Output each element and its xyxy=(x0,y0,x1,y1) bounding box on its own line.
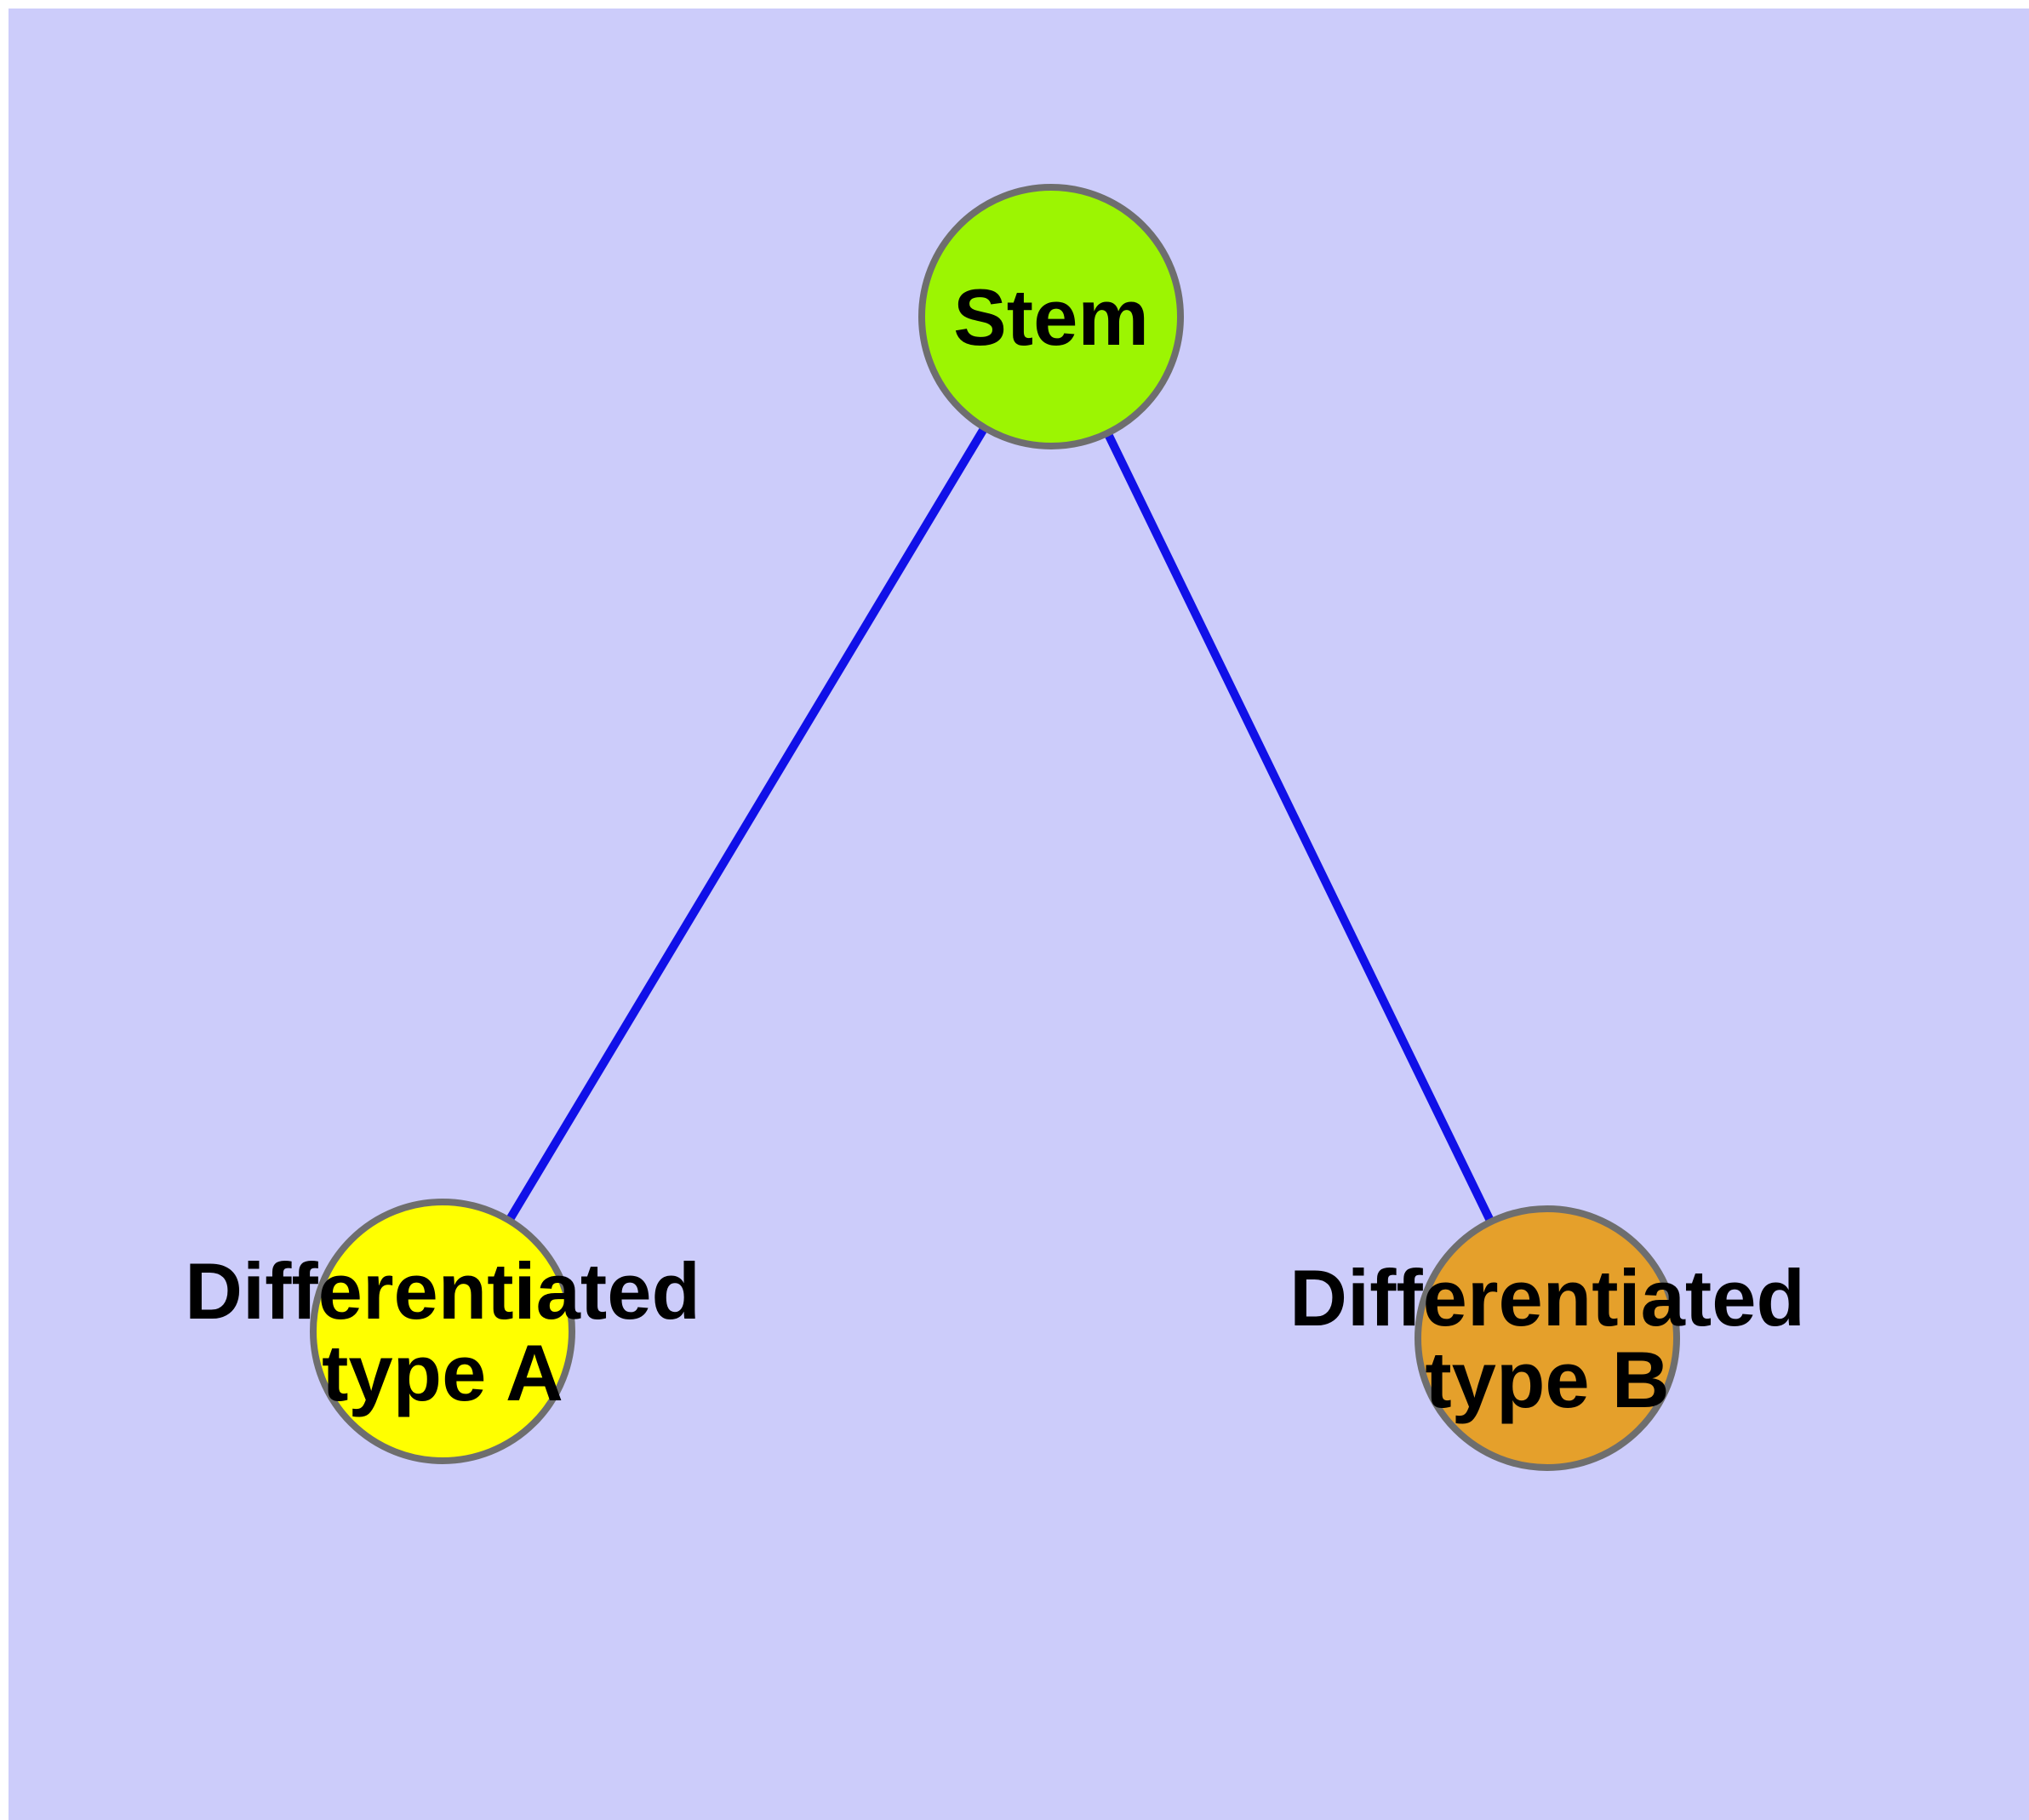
edge-layer xyxy=(438,314,1552,1341)
node-label-line: Differentiated xyxy=(185,1246,700,1336)
node-layer xyxy=(310,184,1680,1471)
node-label-line: Differentiated xyxy=(1289,1253,1805,1342)
node-differentiated-type-b-circle[interactable] xyxy=(1415,1205,1680,1471)
node-stem-circle[interactable] xyxy=(918,184,1184,449)
edge-stem-to-differentiated-type-b[interactable] xyxy=(1047,314,1552,1341)
node-label-line: type B xyxy=(1425,1335,1669,1424)
edge-stem-to-differentiated-type-a[interactable] xyxy=(438,314,1055,1334)
node-differentiated-type-a-circle[interactable] xyxy=(310,1199,575,1464)
node-label-line: Stem xyxy=(953,272,1149,362)
node-differentiated-type-a[interactable] xyxy=(310,1199,575,1464)
node-stem-label: Stem xyxy=(953,272,1149,362)
node-differentiated-type-b[interactable] xyxy=(1415,1205,1680,1471)
node-label-line: type A xyxy=(322,1328,563,1417)
node-stem[interactable] xyxy=(918,184,1184,449)
